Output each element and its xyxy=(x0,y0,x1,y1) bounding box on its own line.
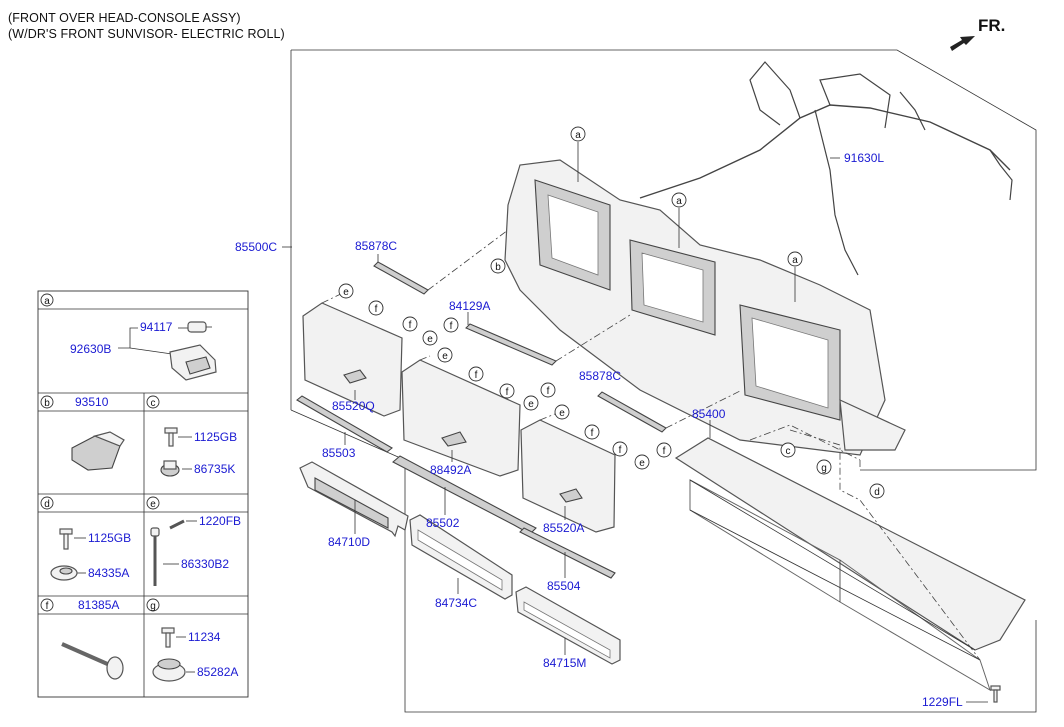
assembly-boundary xyxy=(291,49,1037,471)
part-11234[interactable]: 11234 xyxy=(188,630,221,644)
svg-text:e: e xyxy=(427,334,433,345)
legend-letter-a: a xyxy=(44,296,50,307)
front-direction-label: FR. xyxy=(978,16,1006,35)
bulb-icon xyxy=(187,321,212,333)
part-85400[interactable]: 85400 xyxy=(692,407,726,421)
part-93510[interactable]: 93510 xyxy=(75,395,109,409)
part-85282A[interactable]: 85282A xyxy=(197,665,238,679)
part-1125GB-d[interactable]: 1125GB xyxy=(88,531,131,545)
cover-88492A xyxy=(401,359,521,477)
screw-1229FL-icon xyxy=(990,685,1001,703)
part-84715M[interactable]: 84715M xyxy=(543,656,586,670)
part-91630L[interactable]: 91630L xyxy=(844,151,884,165)
svg-text:e: e xyxy=(442,351,448,362)
svg-text:f: f xyxy=(591,428,594,439)
bezel-84734C xyxy=(409,514,513,600)
part-85503[interactable]: 85503 xyxy=(322,446,356,460)
part-84710D[interactable]: 84710D xyxy=(328,535,370,549)
part-85878C-lower[interactable]: 85878C xyxy=(579,369,621,383)
header-line-1: (FRONT OVER HEAD-CONSOLE ASSY) xyxy=(8,11,241,25)
part-85520Q[interactable]: 85520Q xyxy=(332,399,375,413)
legend-letter-e: e xyxy=(150,499,156,510)
trim-strip-85878C-upper xyxy=(373,261,429,295)
switch-icon xyxy=(71,431,125,471)
lid-panel xyxy=(674,437,1026,692)
part-84335A[interactable]: 84335A xyxy=(88,566,129,580)
wiring-harness xyxy=(639,61,1013,276)
svg-text:c: c xyxy=(786,446,791,457)
strip-85502 xyxy=(392,455,537,535)
screw-icon xyxy=(164,427,178,447)
svg-text:f: f xyxy=(450,321,453,332)
svg-text:f: f xyxy=(506,387,509,398)
legend-letter-b: b xyxy=(44,398,50,409)
svg-text:e: e xyxy=(639,458,645,469)
svg-text:f: f xyxy=(663,446,666,457)
callout-letters: a a a b c d e e e e e f f f f f f g f e … xyxy=(338,126,885,499)
header-line-2: (W/DR'S FRONT SUNVISOR- ELECTRIC ROLL) xyxy=(8,27,285,41)
svg-text:a: a xyxy=(676,196,682,207)
svg-text:e: e xyxy=(559,408,565,419)
part-86330B2[interactable]: 86330B2 xyxy=(181,557,229,571)
cap-icon xyxy=(50,565,78,581)
grommet-icon xyxy=(152,658,186,682)
svg-text:g: g xyxy=(821,463,827,474)
trim-strip-84129A xyxy=(465,323,557,366)
part-85502[interactable]: 85502 xyxy=(426,516,460,530)
svg-text:a: a xyxy=(792,255,798,266)
svg-text:f: f xyxy=(409,320,412,331)
legend-letter-d: d xyxy=(44,499,50,510)
part-81385A[interactable]: 81385A xyxy=(78,598,119,612)
part-94117[interactable]: 94117 xyxy=(140,320,173,334)
svg-text:f: f xyxy=(375,304,378,315)
console-frame xyxy=(504,159,906,456)
front-direction-arrow-icon xyxy=(950,36,975,51)
part-85504[interactable]: 85504 xyxy=(547,579,581,593)
screw-icon xyxy=(59,528,73,550)
svg-text:a: a xyxy=(575,130,581,141)
part-1125GB-c[interactable]: 1125GB xyxy=(194,430,237,444)
part-85500C[interactable]: 85500C xyxy=(235,240,277,254)
part-84129A[interactable]: 84129A xyxy=(449,299,490,313)
strip-85504 xyxy=(519,527,616,579)
svg-text:f: f xyxy=(475,370,478,381)
legend-letter-f: f xyxy=(46,601,49,612)
part-84734C[interactable]: 84734C xyxy=(435,596,477,610)
part-86735K[interactable]: 86735K xyxy=(194,462,235,476)
svg-text:d: d xyxy=(874,487,880,498)
svg-text:e: e xyxy=(528,399,534,410)
push-pin-icon xyxy=(61,642,124,680)
legend-letter-c: c xyxy=(151,398,156,409)
part-92630B[interactable]: 92630B xyxy=(70,342,111,356)
svg-text:e: e xyxy=(343,287,349,298)
svg-text:b: b xyxy=(495,262,501,273)
bezel-84710D xyxy=(299,461,409,538)
stay-rod-icon xyxy=(150,527,160,586)
svg-text:f: f xyxy=(619,445,622,456)
strip-85503 xyxy=(296,395,393,453)
part-85520A[interactable]: 85520A xyxy=(543,521,584,535)
screw-icon xyxy=(161,627,175,648)
legend-table: a b c d e f g 94117 92630B 93510 xyxy=(37,290,249,698)
legend-letter-g: g xyxy=(150,601,156,612)
part-1220FB[interactable]: 1220FB xyxy=(199,514,241,528)
cover-85520A xyxy=(520,419,616,533)
pin-icon xyxy=(169,519,185,530)
part-88492A[interactable]: 88492A xyxy=(430,463,471,477)
part-1229FL[interactable]: 1229FL xyxy=(922,695,963,709)
part-85878C-upper[interactable]: 85878C xyxy=(355,239,397,253)
svg-text:f: f xyxy=(547,386,550,397)
lamp-housing-icon xyxy=(169,344,217,381)
bezel-84715M xyxy=(515,586,621,665)
clip-icon xyxy=(160,460,180,477)
